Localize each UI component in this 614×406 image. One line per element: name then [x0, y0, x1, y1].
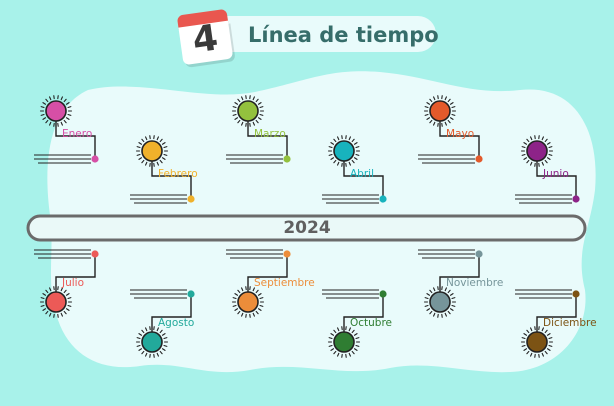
page-title: Línea de tiempo	[248, 23, 439, 47]
month-label-diciembre: Diciembre	[543, 317, 597, 329]
month-label-febrero: Febrero	[158, 168, 198, 180]
month-marker-diciembre	[515, 289, 580, 358]
month-marker-enero	[34, 95, 99, 164]
title-banner	[208, 16, 436, 52]
month-marker-octubre	[322, 289, 387, 358]
month-label-marzo: Marzo	[254, 128, 286, 140]
month-marker-mayo	[418, 95, 483, 164]
month-label-septiembre: Septiembre	[254, 277, 315, 289]
month-marker-junio	[515, 135, 580, 204]
month-label-julio: Julio	[62, 277, 85, 289]
month-marker-agosto	[130, 289, 195, 358]
month-marker-septiembre	[226, 249, 291, 318]
month-label-octubre: Octubre	[350, 317, 393, 329]
year-bar	[26, 214, 587, 242]
month-label-agosto: Agosto	[158, 317, 195, 329]
month-label-abril: Abril	[350, 168, 374, 180]
year-label: 2024	[283, 218, 331, 238]
month-marker-febrero	[130, 135, 195, 204]
month-label-noviembre: Noviembre	[446, 277, 504, 289]
month-marker-noviembre	[418, 249, 483, 318]
month-marker-julio	[34, 249, 99, 318]
month-label-enero: Enero	[62, 128, 93, 140]
month-label-junio: Junio	[543, 168, 569, 180]
month-marker-marzo	[226, 95, 291, 164]
month-label-mayo: Mayo	[446, 128, 475, 140]
month-marker-abril	[322, 135, 387, 204]
